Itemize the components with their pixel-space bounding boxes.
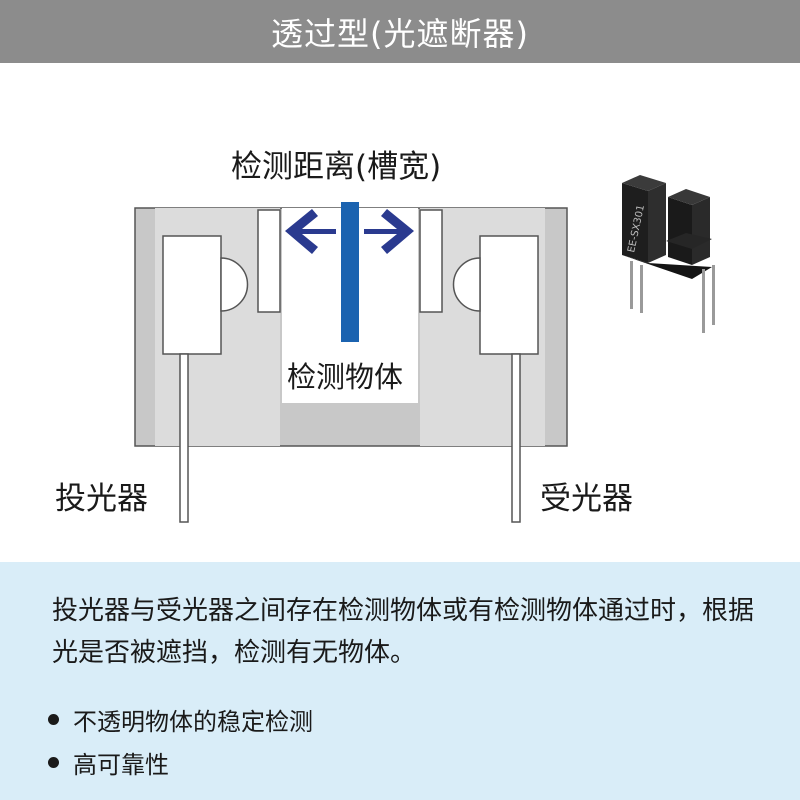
object-label-area <box>282 343 418 403</box>
emitter-body <box>162 235 222 355</box>
receiver-window <box>419 209 443 313</box>
page-header: 透过型(光遮断器) <box>0 0 800 63</box>
bullet-dot-icon <box>48 757 59 768</box>
emitter-label: 投光器 <box>55 481 148 517</box>
feature-bullet-text: 不透明物体的稳定检测 <box>73 708 313 736</box>
bullet-dot-icon <box>48 714 59 725</box>
receiver-label: 受光器 <box>540 481 633 517</box>
page-title: 透过型(光遮断器) <box>271 14 529 53</box>
detected-object-label: 检测物体 <box>287 360 404 394</box>
distance-arrow-left-icon <box>285 209 336 254</box>
feature-bullet-text: 高可靠性 <box>73 751 169 779</box>
detected-object <box>341 202 359 342</box>
receiver-lens <box>452 257 481 312</box>
receiver-body <box>479 235 539 355</box>
product-photo: EE-SX301 <box>622 175 715 333</box>
feature-bullet: 高可靠性 <box>48 745 169 780</box>
description-panel: 投光器与受光器之间存在检测物体或有检测物体通过时，根据光是否被遮挡，检测有无物体… <box>0 562 800 800</box>
emitter-lens <box>220 257 249 312</box>
description-text: 投光器与受光器之间存在检测物体或有检测物体通过时，根据光是否被遮挡，检测有无物体… <box>52 596 755 668</box>
receiver-lead <box>511 353 521 523</box>
sensor-diagram-graphic: EE-SX301 <box>134 175 715 523</box>
distance-arrow-right-icon <box>364 209 414 254</box>
feature-bullet: 不透明物体的稳定检测 <box>48 702 313 737</box>
detection-distance-label: 检测距离(槽宽) <box>231 149 442 185</box>
emitter-window <box>257 209 281 313</box>
emitter-lead <box>179 353 189 523</box>
sensor-diagram: EE-SX301 检测距离(槽宽) 检测物体 投光器 受光器 <box>0 63 800 560</box>
